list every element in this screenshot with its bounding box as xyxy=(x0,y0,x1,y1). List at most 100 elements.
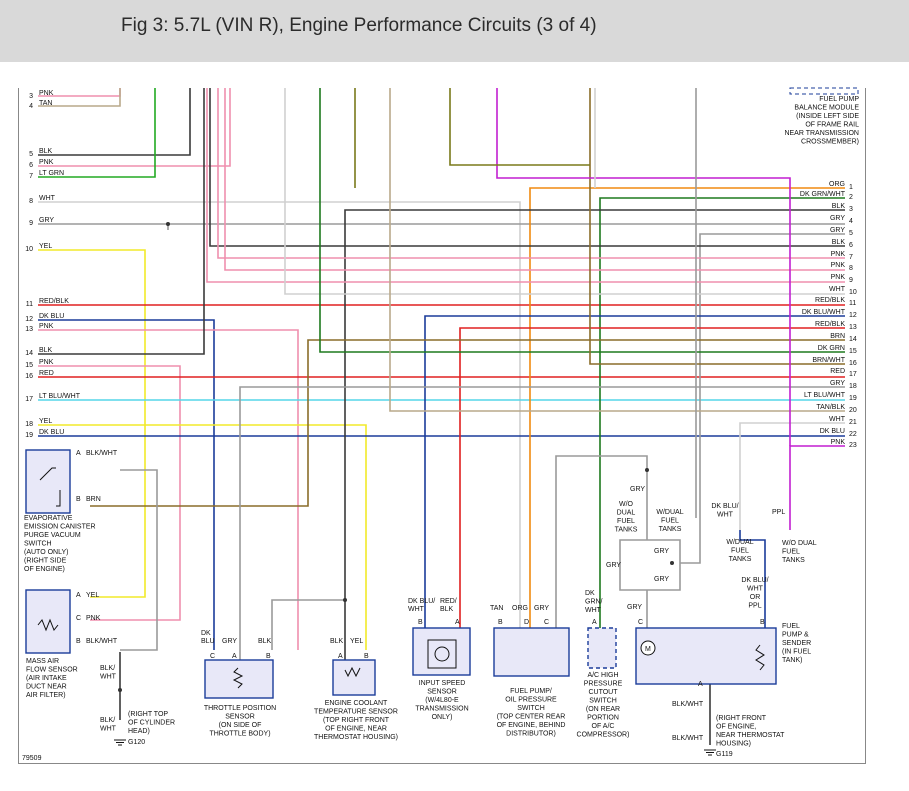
evap-caption: EVAPORATIVE xyxy=(24,515,73,522)
maf-caption: (AIR INTAKE xyxy=(26,675,67,682)
option-w-dual: TANKS xyxy=(659,526,682,533)
left-wire-label: BLK xyxy=(39,347,53,354)
right-wire-label: GRY xyxy=(830,215,845,222)
left-wire-label: BLK xyxy=(39,148,53,155)
wire-gry-r5 xyxy=(680,233,845,564)
wire-tan-4 xyxy=(38,88,121,107)
fps-caption: FUEL PUMP/ xyxy=(510,688,552,695)
evap-switch-contact xyxy=(39,467,56,481)
maf-ground-note: HEAD) xyxy=(128,728,150,735)
left-wire-label: PNK xyxy=(39,323,54,330)
right-pin-number: 23 xyxy=(849,442,857,449)
right-wire-label: GRY xyxy=(830,227,845,234)
wire-pnk-15 xyxy=(38,365,181,621)
wire-brnwht-r16 xyxy=(589,88,845,365)
fps-wire: ORG xyxy=(512,605,528,612)
option-or-label: PPL xyxy=(748,603,761,610)
left-pin-number: 15 xyxy=(25,362,33,369)
right-pin-number: 11 xyxy=(849,300,856,307)
wire-wht-8 xyxy=(38,201,521,628)
right-pin-number: 12 xyxy=(849,312,857,319)
option-or-label: OR xyxy=(750,594,761,601)
wire-tanblk-r20 xyxy=(389,88,845,412)
fuel-pump-balance-caption: NEAR TRANSMISSION xyxy=(784,130,859,137)
wire-olv-top xyxy=(449,88,590,166)
ac-caption: (ON REAR xyxy=(586,706,620,713)
maf-pin: B xyxy=(76,638,81,645)
left-pin-number: 7 xyxy=(29,173,33,180)
maf-wire: YEL xyxy=(86,592,99,599)
option-wo-dual-right: TANKS xyxy=(782,557,805,564)
sender-caption: SENDER xyxy=(782,640,811,647)
right-pin-number: 7 xyxy=(849,254,853,261)
left-pin-number: 16 xyxy=(25,373,33,380)
left-pin-number: 11 xyxy=(26,301,33,308)
tps-caption: SENSOR xyxy=(225,714,255,721)
right-pin-number: 8 xyxy=(849,265,853,272)
splice-dot xyxy=(670,561,674,565)
sender-ground-wire: BLK/WHT xyxy=(672,735,704,742)
component-layer: M xyxy=(25,87,859,756)
fuel-pump-switch-box xyxy=(493,627,570,677)
fps-caption: OF ENGINE, BEHIND xyxy=(497,722,566,729)
wire-pnk-r9 xyxy=(206,88,845,283)
sender-ground-note: OF ENGINE, xyxy=(716,724,757,731)
right-wire-label: TAN/BLK xyxy=(816,404,845,411)
fuel-sender-box xyxy=(635,627,777,685)
fuel-pump-balance-caption: BALANCE MODULE xyxy=(794,105,859,112)
wire-ppl-vert xyxy=(496,88,791,446)
evap-caption: (AUTO ONLY) xyxy=(24,549,68,556)
wire-brn-r14 xyxy=(90,339,845,507)
fps-pin: D xyxy=(524,619,529,626)
option-gry: GRY xyxy=(654,548,669,555)
ect-caption: TEMPERATURE SENSOR xyxy=(314,709,398,716)
sender-ground-note: (RIGHT FRONT xyxy=(716,715,767,722)
fuel-pump-balance-caption: OF FRAME RAIL xyxy=(805,122,859,129)
left-wire-label: LT BLU/WHT xyxy=(39,393,81,400)
fps-pin: B xyxy=(498,619,503,626)
left-pin-number: 18 xyxy=(25,421,33,428)
ac-pin: A xyxy=(592,619,597,626)
right-pin-number: 2 xyxy=(849,194,853,201)
option-w-dual: W/DUAL xyxy=(656,509,683,516)
left-wire-label: PNK xyxy=(39,359,54,366)
wire-dkblu-12 xyxy=(38,319,215,650)
wire-wht-r21 xyxy=(739,422,845,530)
fuel-pump-balance-box xyxy=(789,87,859,95)
maf-caption: AIR FILTER) xyxy=(26,692,66,699)
iss-wire: WHT xyxy=(408,606,425,613)
right-pin-number: 1 xyxy=(849,184,853,191)
option-w-dual-right: FUEL xyxy=(731,548,749,555)
left-pin-number: 13 xyxy=(25,326,33,333)
fuel-pump-balance-caption: (INSIDE LEFT SIDE xyxy=(796,113,859,120)
left-wire-label: LT GRN xyxy=(39,170,64,177)
option-wo-dual-right: W/O DUAL xyxy=(782,540,817,547)
ect-wire: YEL xyxy=(350,638,363,645)
iss-caption: ONLY) xyxy=(432,714,453,721)
figure-number: 79509 xyxy=(22,755,42,762)
right-pin-number: 10 xyxy=(849,289,857,296)
right-pin-number: 6 xyxy=(849,242,853,249)
right-pin-number: 20 xyxy=(849,407,857,414)
right-wire-label: BLK xyxy=(832,239,846,246)
fuel-pump-motor xyxy=(640,640,656,656)
iss-coil-ring xyxy=(434,646,450,662)
wire-pnk-13 xyxy=(38,329,299,650)
left-pin-number: 19 xyxy=(25,432,33,439)
ac-caption: CUTOUT xyxy=(588,689,618,696)
ect-wire: BLK xyxy=(330,638,344,645)
maf-ground-note: (RIGHT TOP xyxy=(128,711,168,718)
evap-switch-contact xyxy=(56,490,61,507)
iss-caption: INPUT SPEED xyxy=(419,680,466,687)
option-gry: GRY xyxy=(606,562,621,569)
wire-wht-r10 xyxy=(284,88,845,295)
fps-wire: GRY xyxy=(534,605,549,612)
wire-gry-tps xyxy=(271,599,345,650)
right-pin-number: 15 xyxy=(849,348,857,355)
splice-dot xyxy=(343,598,347,602)
right-wire-label: BRN xyxy=(830,333,845,340)
ground-id-g119: G119 xyxy=(716,751,733,758)
tps-wire: DK xyxy=(201,630,211,637)
iss-wire: DK BLU/ xyxy=(408,598,435,605)
option-ppl: PPL xyxy=(772,509,785,516)
